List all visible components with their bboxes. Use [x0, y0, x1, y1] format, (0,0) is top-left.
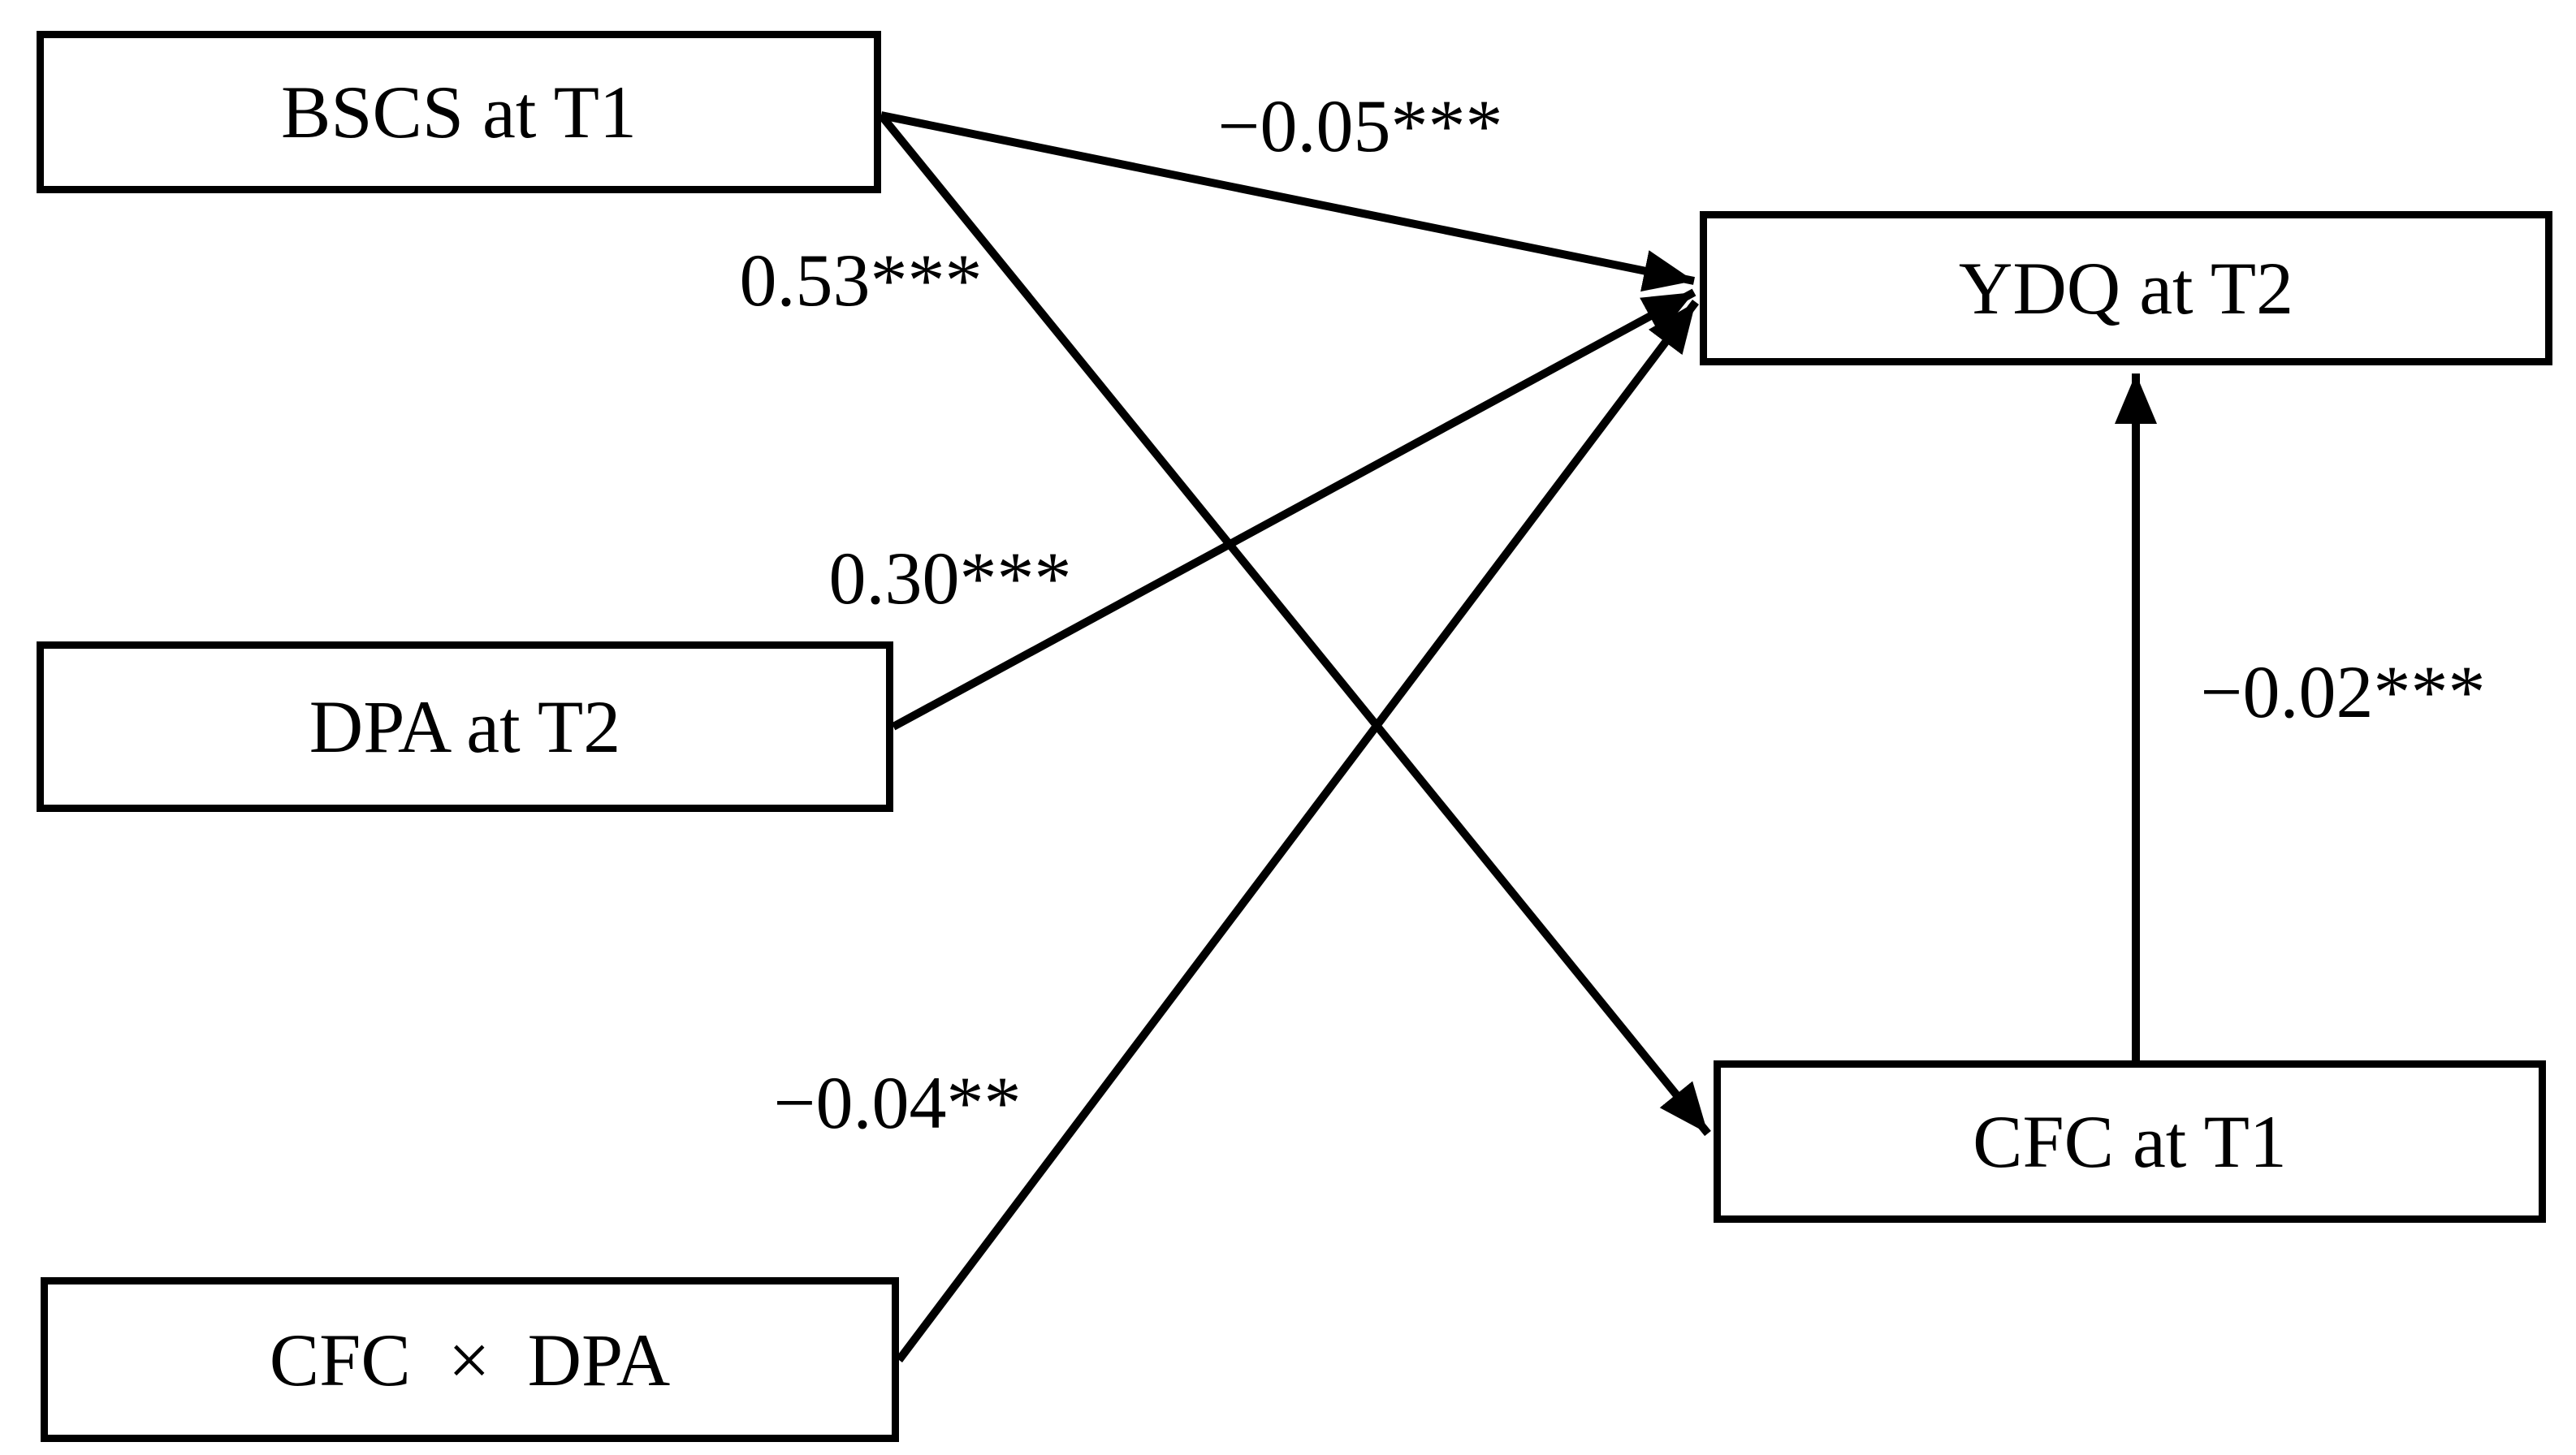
node-cfc-t1-label: CFC at T1 — [1973, 1100, 2287, 1183]
arrow-bscs-to-cfc — [878, 112, 1711, 1137]
node-cfc-x-dpa-label: CFC × DPA — [269, 1318, 671, 1401]
arrow-bscs-to-ydq — [880, 111, 1695, 292]
arrow-dpa-to-ydq — [891, 288, 1696, 731]
coefficient-cfc-to-ydq: −0.02*** — [2200, 650, 2486, 733]
node-bscs-t1-label: BSCS at T1 — [281, 71, 637, 153]
arrow-cfcdpa-to-ydq — [896, 299, 1699, 1363]
coefficient-bscs-to-cfc: 0.53*** — [739, 239, 983, 322]
coefficient-bscs-to-ydq: −0.05*** — [1217, 84, 1503, 167]
node-ydq-t2-label: YDQ at T2 — [1958, 247, 2294, 330]
node-dpa-t2-label: DPA at T2 — [309, 685, 621, 768]
node-cfc-x-dpa: CFC × DPA — [41, 1277, 899, 1442]
node-bscs-t1: BSCS at T1 — [37, 31, 881, 193]
node-cfc-t1: CFC at T1 — [1714, 1060, 2546, 1223]
coefficient-dpa-to-ydq: 0.30*** — [828, 537, 1072, 620]
node-dpa-t2: DPA at T2 — [37, 641, 893, 812]
coefficient-cfcdpa-to-ydq: −0.04** — [773, 1061, 1022, 1144]
node-ydq-t2: YDQ at T2 — [1700, 211, 2552, 365]
